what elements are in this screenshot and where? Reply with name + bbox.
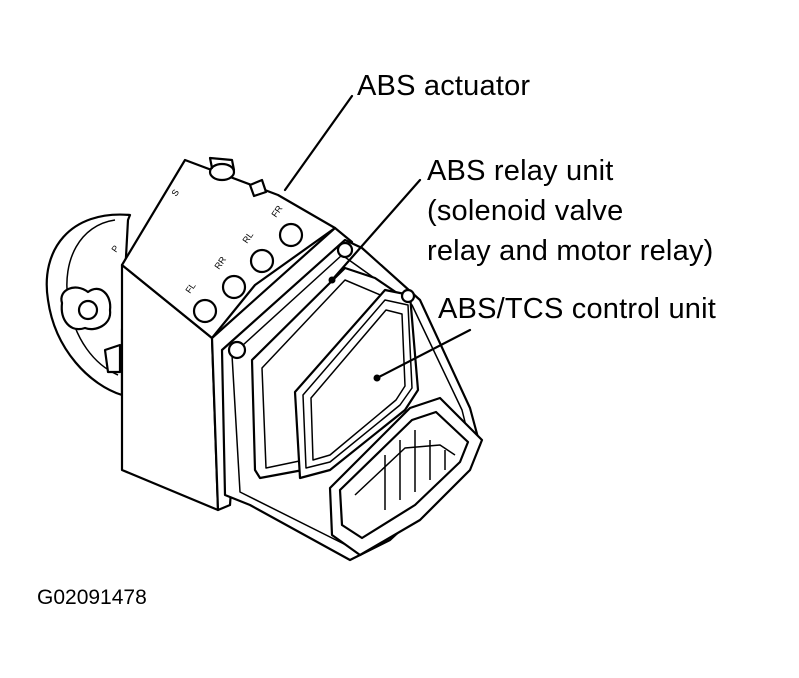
figure-id: G02091478	[37, 586, 147, 609]
port-fr	[278, 222, 304, 248]
harness-connector	[328, 396, 484, 557]
leader-relay-unit	[330, 178, 422, 282]
port-label-s: S	[169, 187, 181, 198]
port-label-p: P	[109, 243, 121, 254]
leader-actuator	[283, 94, 354, 192]
port-rr	[221, 274, 247, 300]
port-rl	[249, 248, 275, 274]
port-fl	[192, 298, 218, 324]
control-unit	[293, 288, 420, 480]
label-abs-actuator: ABS actuator	[357, 70, 531, 102]
leader-lines	[283, 94, 472, 382]
leader-control-unit	[375, 328, 472, 380]
actuator-block	[60, 156, 354, 512]
label-relay-unit-line2: (solenoid valve	[427, 195, 624, 227]
label-control-unit: ABS/TCS control unit	[438, 293, 716, 325]
leader-dot-relay-unit	[328, 276, 336, 284]
label-relay-unit-line1: ABS relay unit	[427, 155, 614, 187]
port-label-fl: FL	[183, 281, 197, 295]
leader-dot-control-unit	[373, 374, 381, 382]
label-relay-unit-line3: relay and motor relay)	[427, 235, 714, 267]
